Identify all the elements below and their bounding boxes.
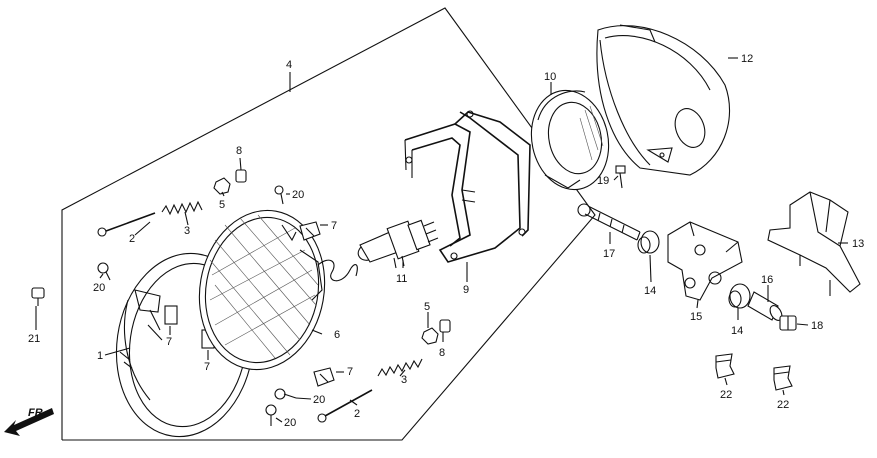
callout-17: 17 — [603, 248, 615, 260]
callout-8: 8 — [439, 347, 445, 359]
headlight-bracket-part — [404, 110, 531, 263]
callout-7: 7 — [166, 336, 172, 348]
callout-12: 12 — [741, 53, 753, 65]
screw-21-part — [31, 287, 45, 306]
bracket-13-part — [767, 191, 861, 296]
headlight-case-part — [596, 24, 730, 176]
bulb-wire-clip — [317, 259, 358, 282]
clip-7-lower-part — [313, 367, 335, 387]
callout-10: 10 — [544, 71, 556, 83]
bracket-15-part — [667, 221, 743, 301]
callout-20: 20 — [292, 189, 304, 201]
nut-5-lower-part — [421, 327, 439, 345]
callout-20: 20 — [284, 417, 296, 429]
callout-6: 6 — [334, 329, 340, 341]
assembly-boundary — [61, 7, 596, 441]
callout-15: 15 — [690, 311, 702, 323]
callout-4: 4 — [286, 59, 292, 71]
adjusting-screw-2-upper-part — [97, 212, 156, 237]
callout-1: 1 — [97, 350, 103, 362]
callout-22: 22 — [777, 399, 789, 411]
callout-21: 21 — [28, 333, 40, 345]
callout-20: 20 — [93, 282, 105, 294]
leader-lines — [35, 57, 848, 423]
callout-2: 2 — [129, 233, 135, 245]
callout-7: 7 — [204, 361, 210, 373]
callout-16: 16 — [761, 274, 773, 286]
clip-7-upper-part — [299, 221, 321, 241]
screw-20-a-part — [274, 185, 284, 205]
callout-22: 22 — [720, 389, 732, 401]
bolt-17-part — [577, 203, 641, 241]
collar-14-lower-part — [728, 283, 751, 309]
headlight-unit-part — [198, 209, 326, 371]
callout-7: 7 — [331, 220, 337, 232]
spring-3-upper-part — [161, 200, 203, 216]
callout-8: 8 — [236, 145, 242, 157]
callout-2: 2 — [354, 408, 360, 420]
callout-5: 5 — [219, 199, 225, 211]
collar-14-upper-part — [637, 230, 660, 254]
screw-20-c-part — [274, 388, 297, 400]
screw-20-d-part — [265, 404, 277, 426]
screw-20-b-part — [97, 262, 111, 281]
callout-14: 14 — [731, 325, 743, 337]
callout-5: 5 — [424, 301, 430, 313]
spacer-16-part — [747, 291, 783, 321]
grommet-22-left-part — [715, 353, 735, 379]
nut-18-part — [779, 315, 797, 331]
spring-3-lower-part — [377, 358, 423, 377]
adjusting-screw-2-lower-part — [317, 389, 373, 423]
cap-8-lower-part — [439, 319, 451, 333]
callout-14: 14 — [644, 285, 656, 297]
screw-19-part — [615, 165, 626, 189]
bulb-part — [357, 219, 439, 269]
front-direction-arrow-icon — [4, 408, 54, 436]
grommet-22-right-part — [773, 365, 793, 391]
callout-3: 3 — [184, 225, 190, 237]
callout-9: 9 — [463, 284, 469, 296]
callout-18: 18 — [811, 320, 823, 332]
direction-label: FR. — [28, 407, 46, 419]
callout-19: 19 — [597, 175, 609, 187]
callout-7: 7 — [347, 366, 353, 378]
socket-ring-part — [530, 89, 610, 191]
cap-8-upper-part — [235, 169, 247, 183]
callout-20: 20 — [313, 394, 325, 406]
callout-3: 3 — [401, 374, 407, 386]
callout-13: 13 — [852, 238, 864, 250]
callout-labels: 1 2 2 3 3 4 5 5 6 7 7 7 7 8 8 9 10 11 12… — [28, 53, 864, 429]
callout-11: 11 — [396, 273, 407, 285]
nut-5-upper-part — [213, 177, 231, 195]
